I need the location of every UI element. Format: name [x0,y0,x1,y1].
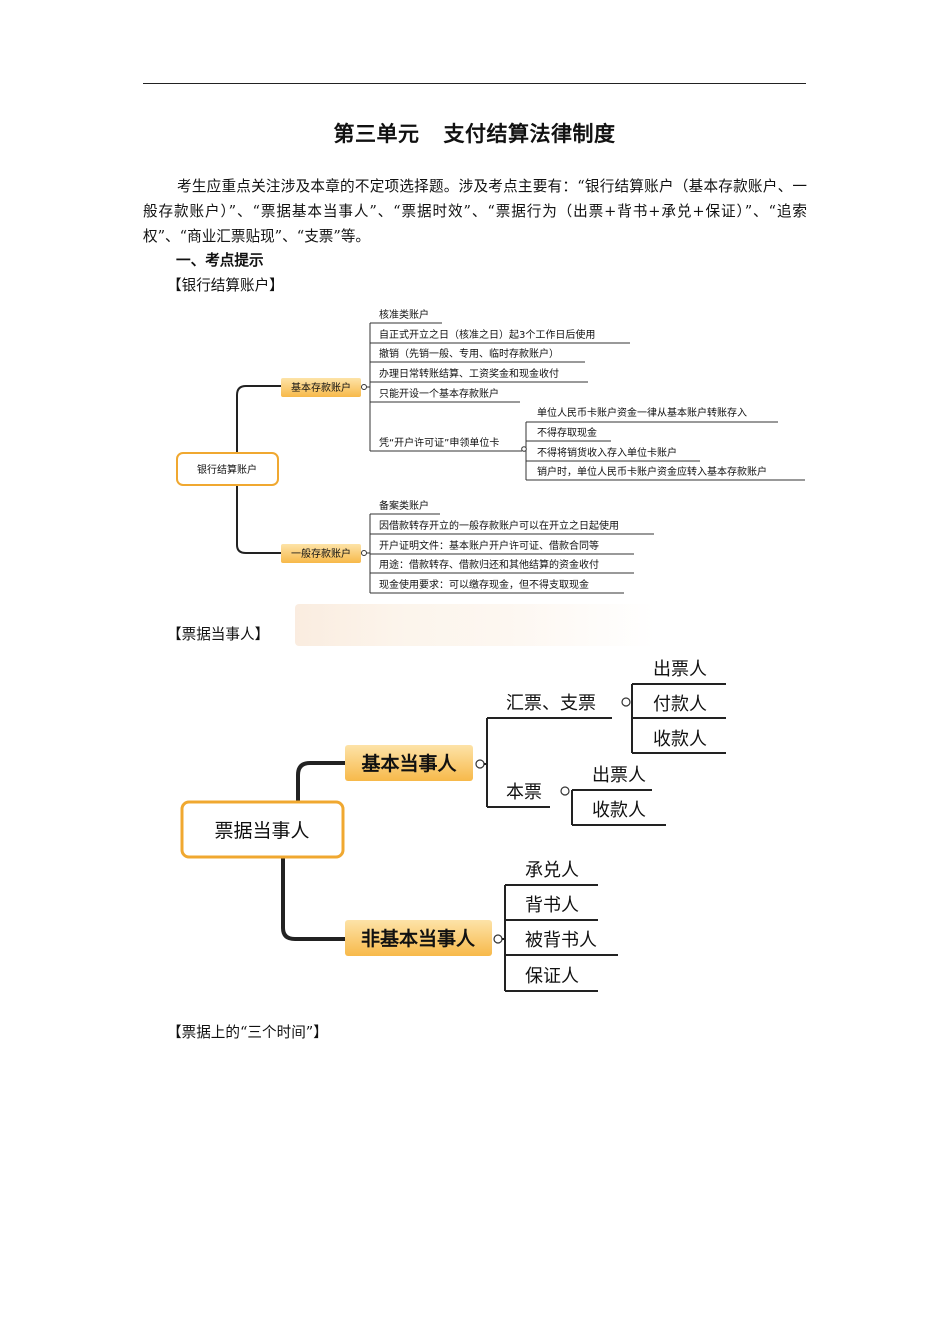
map2-draft-party: 出票人 [653,659,707,680]
map1-general-connector [361,550,367,556]
map2-note-party: 出票人 [592,765,646,786]
map1-basic-item: 只能开设一个基本存款账户 [379,387,499,400]
map1-basic-item: 撤销（先销一般、专用、临时存款账户） [379,347,559,360]
map2-nonbasic-party: 被背书人 [525,930,597,951]
map1-basic-header: 核准类账户 [379,308,429,321]
map1-root: 银行结算账户 [197,463,257,476]
map2-note-connector [560,786,570,796]
map1-card-item: 销户时，单位人民币卡账户资金应转入基本存款账户 [537,465,767,478]
map1-basic-label: 基本存款账户 [291,381,351,394]
map2-nonbasic-party: 背书人 [525,895,579,916]
map2-draft-connector [621,697,631,707]
map1-card-header: 单位人民币卡账户资金一律从基本账户转账存入 [537,406,747,419]
map2-draft-party: 收款人 [653,729,707,750]
section-heading: 一、考点提示 [176,252,264,269]
map2-draft-party: 付款人 [653,694,707,715]
map2-basic-connector [475,759,485,769]
map2-note-party: 收款人 [592,800,646,821]
map2-basic-box [345,745,473,781]
label-bank-accounts: 【银行结算账户】 [167,277,284,294]
map2-root-box [180,800,345,859]
page-title: 第三单元支付结算法律制度 [143,118,806,148]
label-three-times: 【票据上的“三个时间”】 [167,1024,328,1041]
map1-general-box [281,544,361,563]
map2-nonbasic-label: 非基本当事人 [361,927,476,950]
map1-basic-item: 办理日常转账结算、工资奖金和现金收付 [379,367,559,380]
map2-basic-label: 基本当事人 [360,752,457,775]
header-rule [143,83,806,84]
map1-root-box [176,452,279,486]
title-unit: 第三单元 [333,122,420,146]
map1-basic-connector [361,384,367,390]
map2-nonbasic-party: 保证人 [525,966,579,987]
map2-nonbasic-box [345,920,492,956]
map2-root: 票据当事人 [214,820,309,842]
map1-basic-box [281,378,361,397]
map1-general-item: 开户证明文件：基本账户开户许可证、借款合同等 [379,539,599,552]
map1-general-item: 现金使用要求：可以缴存现金，但不得支取现金 [379,578,589,591]
map1-basic-item: 自正式开立之日（核准之日）起3个工作日后使用 [379,328,595,341]
map1-general-item: 因借款转存开立的一般存款账户可以在开立之日起使用 [379,519,619,532]
label-bill-parties: 【票据当事人】 [167,626,270,643]
map1-card-item: 不得存取现金 [537,426,597,439]
title-topic: 支付结算法律制度 [443,122,616,146]
map2-nonbasic-party: 承兑人 [525,860,579,881]
map2-note-label: 本票 [506,782,542,803]
map1-card-connector [521,446,527,452]
watermark-logo [295,604,655,646]
map2-draft-label: 汇票、支票 [506,693,596,714]
map1-card-item: 不得将销货收入存入单位卡账户 [537,446,677,459]
intro-paragraph: 考生应重点关注涉及本章的不定项选择题。涉及考点主要有：“银行结算账户（基本存款账… [143,178,807,245]
map1-general-label: 一般存款账户 [291,547,351,560]
map1-general-header: 备案类账户 [379,499,429,512]
map1-card-label: 凭“开户许可证”申领单位卡 [379,436,499,449]
map2-nonbasic-connector [493,934,503,944]
map1-general-item: 用途：借款转存、借款归还和其他结算的资金收付 [379,558,599,571]
